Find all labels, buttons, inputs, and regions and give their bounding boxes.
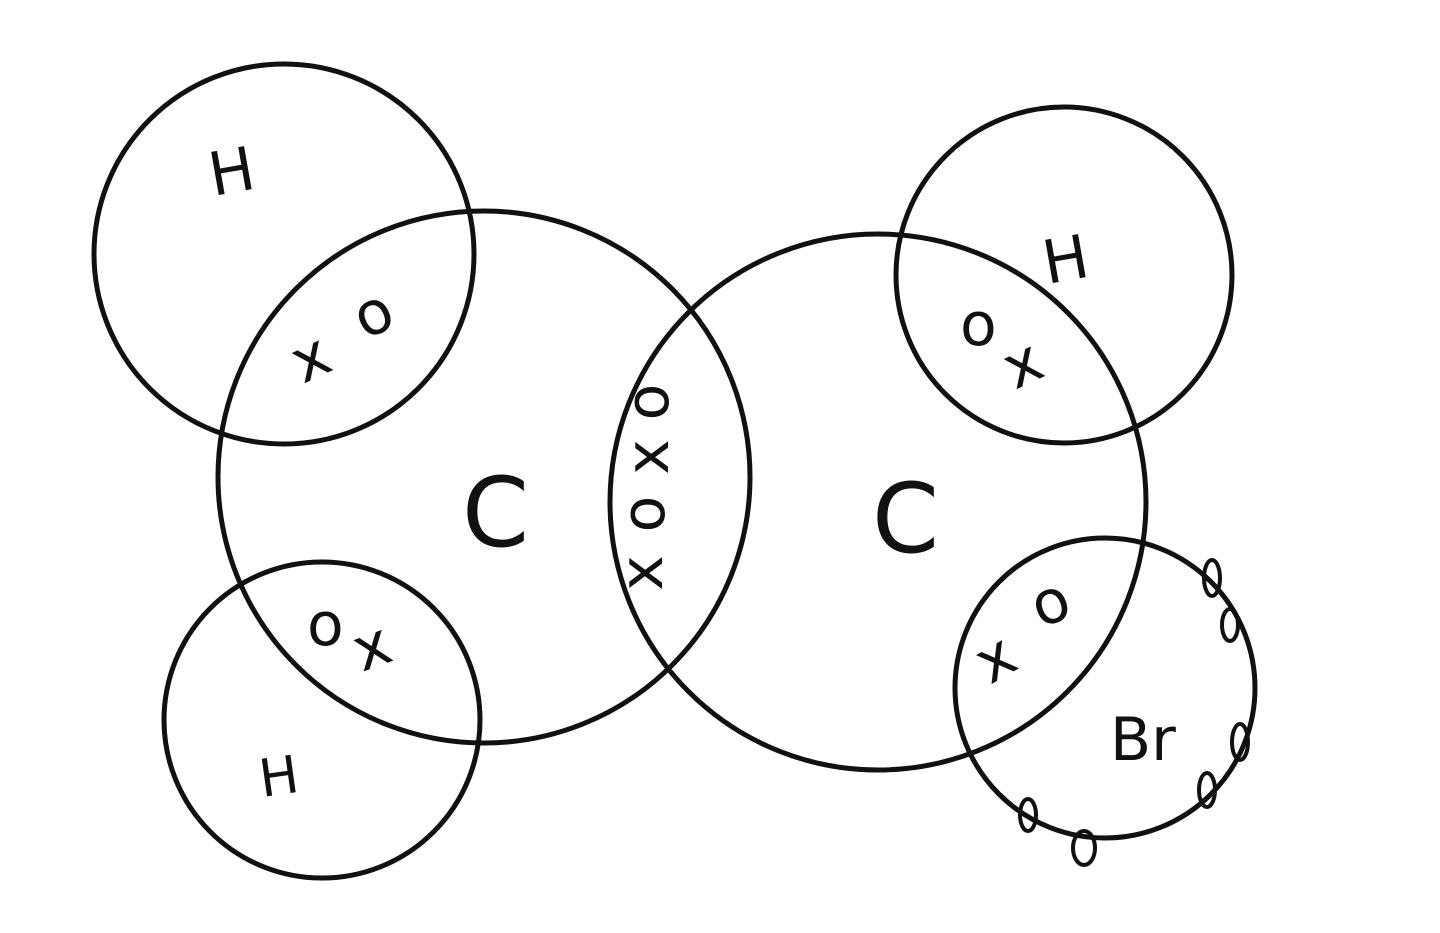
electron-dot: o [307, 590, 344, 660]
hydrogen-bottom-left-symbol: H [255, 745, 302, 810]
carbon-left-symbol: C [462, 457, 529, 569]
electron-dot: o [342, 275, 405, 354]
bromine-electron-5 [1071, 829, 1097, 867]
bromine-electron-3 [1230, 722, 1250, 762]
bromine-lone-electrons [1018, 558, 1250, 867]
bromine-electron-2 [1220, 607, 1240, 643]
bromine-symbol: Br [1110, 705, 1176, 775]
electron-cross: x [280, 319, 342, 397]
bromine-electron-4 [1197, 771, 1217, 809]
electron-cross: x [607, 555, 677, 591]
hydrogen-top-right-symbol: H [1037, 222, 1094, 299]
bromine-shell [952, 535, 1258, 841]
electron-cross: x [992, 325, 1054, 403]
carbon-right-symbol: C [872, 463, 939, 575]
hydrogen-top-left-symbol: H [203, 134, 260, 211]
electron-dot: o [609, 496, 679, 533]
hydrogen-shell-bottom-left [161, 559, 483, 881]
electron-dot: o [613, 384, 683, 421]
electron-cross: x [343, 608, 400, 686]
hydrogen-shell-top-left [91, 61, 477, 447]
carbon-shell-right [607, 231, 1149, 773]
carbon-shell-left [215, 208, 753, 746]
electron-dot: o [1021, 564, 1079, 642]
electron-cross: x [963, 620, 1029, 698]
bromine-electron-1 [1202, 558, 1222, 598]
hydrogen-shell-top-right [893, 104, 1235, 446]
bromine-electron-6 [1018, 797, 1038, 833]
electron-cross: x [613, 439, 683, 475]
electron-dot: o [960, 290, 997, 360]
